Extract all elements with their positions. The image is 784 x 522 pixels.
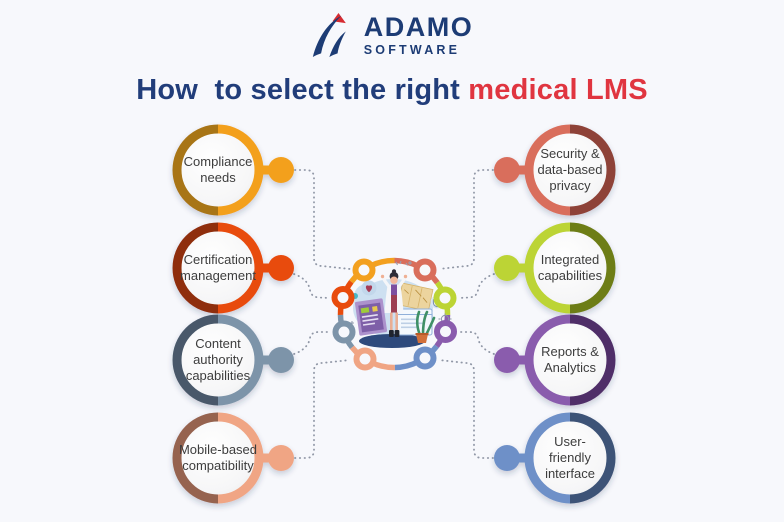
brand-name: ADAMO bbox=[363, 11, 474, 42]
connector-reports bbox=[458, 331, 495, 355]
topic-circle-security-privacy bbox=[494, 124, 616, 216]
hub-bead-integrated bbox=[433, 286, 457, 310]
title-main: How to select the right bbox=[136, 74, 469, 106]
plant-icon bbox=[415, 310, 436, 343]
brand-logo: ADAMO SOFTWARE bbox=[0, 11, 784, 59]
topic-label-reports-analytics: Reports & Analytics bbox=[541, 344, 599, 375]
heart-icon bbox=[361, 280, 377, 296]
topic-label-mobile-compatibility: Mobile-based compatibility bbox=[178, 442, 258, 473]
hub-bead-compliance bbox=[352, 258, 376, 282]
hub-bead-mobile bbox=[353, 347, 377, 371]
adamo-swoosh-logo-icon bbox=[312, 13, 346, 57]
hub-bead-content bbox=[332, 320, 356, 344]
ground-shadow bbox=[359, 334, 425, 348]
hub-beads bbox=[331, 258, 457, 371]
dotted-connectors bbox=[293, 169, 495, 459]
brand-subtitle: SOFTWARE bbox=[363, 42, 461, 57]
doctor-with-medical-documents-illustration bbox=[350, 260, 452, 348]
topic-label-content-authority: Content authority capabilities bbox=[185, 336, 251, 383]
connector-integrated bbox=[458, 273, 495, 299]
connector-mobile bbox=[294, 359, 351, 459]
topic-label-userfriendly-interface: User-friendly interface bbox=[545, 434, 595, 481]
topic-label-certification-management: Certification management bbox=[180, 252, 256, 283]
topic-label-integrated-capabilities: Integrated capabilities bbox=[537, 252, 603, 283]
topic-circle-integrated-capabilities bbox=[494, 222, 616, 314]
brand-text: ADAMO SOFTWARE bbox=[363, 11, 474, 57]
connector-content bbox=[293, 331, 330, 355]
topic-circle-compliance-needs bbox=[172, 124, 294, 216]
hub-bead-userfriendly bbox=[413, 346, 437, 370]
topic-circle-userfriendly-interface bbox=[494, 412, 616, 504]
hub-bead-reports bbox=[434, 320, 457, 343]
hub-bead-security bbox=[413, 258, 437, 282]
topic-circle-reports-analytics bbox=[494, 314, 616, 406]
document-icon bbox=[354, 298, 388, 336]
connector-certification bbox=[293, 273, 330, 299]
topic-label-security-privacy: Security & data-based privacy bbox=[537, 146, 603, 193]
hub-bead-certification bbox=[331, 286, 355, 309]
topic-circle-certification-management bbox=[172, 222, 294, 314]
topic-circle-mobile-compatibility bbox=[172, 412, 294, 504]
doctor-figure bbox=[380, 269, 408, 337]
topic-circle-content-authority bbox=[172, 314, 294, 406]
topic-label-compliance-needs: Compliance needs bbox=[183, 154, 253, 185]
connector-compliance bbox=[294, 169, 351, 270]
connector-userfriendly bbox=[438, 359, 494, 459]
page-title: How to select the right medical LMS bbox=[0, 74, 784, 107]
title-accent: medical LMS bbox=[468, 74, 648, 106]
connector-security bbox=[438, 169, 494, 270]
